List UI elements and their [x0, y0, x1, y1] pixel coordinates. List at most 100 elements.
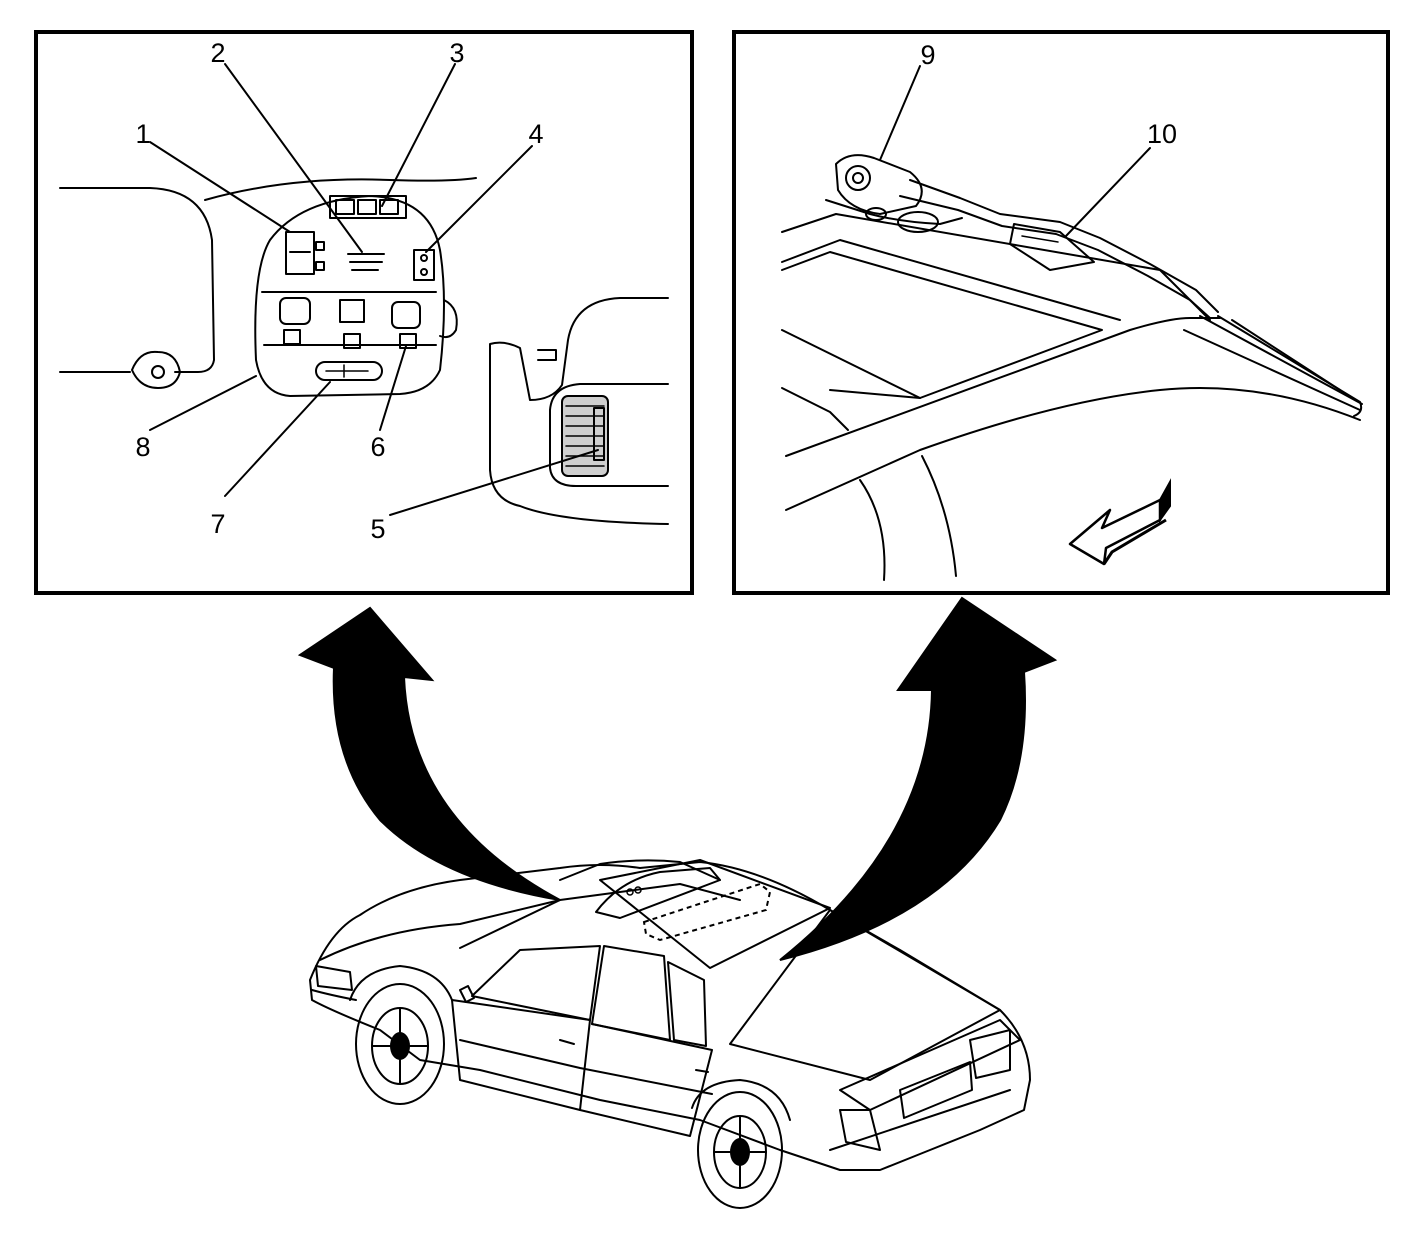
- leader-6: [379, 345, 407, 431]
- callout-8: 8: [135, 432, 150, 462]
- sunroof-switch: [285, 231, 315, 275]
- roof-edge: [204, 177, 477, 201]
- leader-3: [381, 63, 456, 207]
- leader-10: [1065, 147, 1151, 237]
- console-housing: [254, 195, 445, 397]
- sunroof-frame-inner: [781, 239, 1121, 321]
- lamp-button-center: [343, 333, 361, 349]
- roof-rail-front: [785, 317, 1221, 457]
- callout-3: 3: [449, 38, 464, 68]
- visor-outline: [489, 297, 669, 525]
- vanity-mirror-frame: [549, 383, 669, 487]
- sunroof-glass-panel: [781, 251, 1103, 399]
- trunk-lid: [839, 1019, 1021, 1111]
- console-dot-2: [634, 886, 642, 894]
- rear-bumper-line: [829, 1089, 1011, 1151]
- rear-wheel-arch: [691, 1079, 791, 1121]
- callout-5: 5: [370, 514, 385, 544]
- front-door-window: [471, 945, 601, 1021]
- clip-hole: [151, 365, 165, 379]
- sunroof-glass-edge: [781, 329, 921, 399]
- motor-bolt: [865, 207, 887, 221]
- tail-lamp-right: [969, 1029, 1011, 1079]
- a-pillar-left: [859, 479, 886, 581]
- front-wheel-arch: [349, 965, 453, 1001]
- callout-7: 7: [210, 509, 225, 539]
- callout-1: 1: [135, 119, 150, 149]
- drain-tube-end: [1217, 315, 1363, 417]
- front-wheel: [355, 983, 445, 1105]
- headliner-clip: [131, 350, 181, 389]
- console-side-clip: [439, 299, 458, 339]
- callout-2: 2: [210, 38, 225, 68]
- windshield-base: [459, 883, 741, 949]
- onstar-button-dot-2: [420, 268, 428, 276]
- sunroof-outline: [642, 882, 772, 942]
- motor-mount: [897, 211, 939, 233]
- motor-cable-upper: [909, 179, 1219, 313]
- callout-4: 4: [528, 119, 543, 149]
- leader-7: [224, 381, 331, 497]
- reading-lamp-right: [391, 301, 421, 329]
- lamp-button-right: [399, 333, 417, 349]
- switch-tab-2: [315, 261, 325, 271]
- side-mirror: [459, 985, 475, 1003]
- headlamp: [315, 965, 353, 991]
- rear-window-deck: [729, 909, 1001, 1081]
- onstar-button-dot-1: [420, 254, 428, 262]
- reading-lamp-left: [279, 297, 311, 325]
- quarter-window: [667, 961, 707, 1047]
- homelink-button-3: [379, 199, 399, 215]
- overhead-console-detail-panel: 1 2 3 4 5 6 7 8: [34, 30, 694, 595]
- windshield-top: [559, 859, 721, 881]
- motor-cable-lower: [899, 195, 1211, 319]
- leader-2: [224, 63, 363, 253]
- tail-lamp-left: [839, 1109, 881, 1151]
- a-pillar-right: [921, 455, 957, 577]
- motor-connector: [1009, 223, 1095, 271]
- vanity-lamp-hatching: [565, 405, 605, 467]
- leader-9: [879, 65, 921, 161]
- sunroof-motor-detail-panel: 9 10: [732, 30, 1390, 595]
- motor-body: [835, 154, 923, 215]
- roof-panel: [599, 859, 831, 969]
- direction-arrow-side: [1159, 478, 1171, 524]
- overhead-console: [254, 195, 458, 397]
- homelink-button-2: [357, 199, 377, 215]
- homelink-button-1: [335, 199, 355, 215]
- roof-rail-rear: [785, 387, 1361, 511]
- leader-8: [149, 375, 257, 431]
- lamp-slide-switch: [315, 361, 383, 381]
- curved-arrow-icon: [297, 606, 561, 901]
- front-tire: [355, 983, 445, 1105]
- motor-shaft: [852, 172, 864, 184]
- hood-line: [319, 899, 561, 961]
- visor-hinge: [537, 349, 557, 361]
- switch-tab: [315, 241, 325, 251]
- curved-arrow-icon: [779, 596, 1058, 961]
- headliner-edge: [59, 187, 215, 373]
- sunroof-rear-edge: [781, 387, 849, 431]
- callout-9: 9: [920, 40, 935, 70]
- license-plate-area: [899, 1061, 973, 1119]
- callout-10: 10: [1147, 119, 1177, 149]
- leader-5: [389, 449, 599, 516]
- direction-arrow-shadow: [1102, 518, 1167, 565]
- rear-hub: [730, 1138, 750, 1166]
- vehicle-sedan: [309, 859, 1031, 1209]
- leader-4: [425, 145, 533, 253]
- motor-end-cap: [845, 165, 871, 191]
- connector-latch: [1021, 235, 1059, 243]
- vanity-lamp-lens: [593, 407, 605, 461]
- right-detail-frame: [732, 30, 1390, 595]
- reading-lamp-center: [339, 299, 365, 323]
- rear-tire: [697, 1091, 783, 1209]
- rear-spokes: [713, 1115, 767, 1189]
- rear-wheel: [697, 1091, 783, 1209]
- vehicle-body-outline: [309, 861, 1031, 1171]
- left-leader-lines: [149, 63, 599, 516]
- body-side-molding: [459, 1039, 713, 1095]
- front-hub: [390, 1032, 410, 1060]
- door-handles: [559, 1039, 709, 1073]
